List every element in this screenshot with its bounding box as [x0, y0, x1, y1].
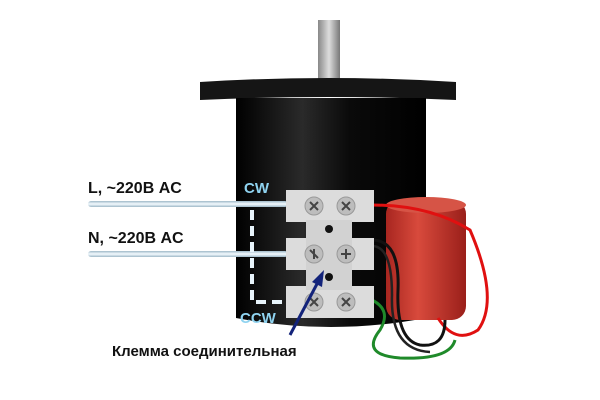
terminal-block — [286, 190, 374, 318]
red-wire — [371, 203, 489, 337]
cw-label: CW — [244, 180, 269, 197]
green-wire — [371, 298, 457, 360]
line-wire — [88, 201, 288, 207]
terminal-block-caption: Клемма соединительная — [112, 343, 297, 360]
black-wire — [371, 244, 431, 354]
direction-jumper-dashed — [250, 210, 288, 304]
screw-slots — [309, 201, 351, 307]
neutral-wire — [88, 251, 288, 257]
ccw-label: CCW — [240, 310, 276, 327]
capacitor-top — [386, 197, 466, 213]
black-wires — [371, 238, 447, 347]
pointer-arrow — [288, 270, 324, 336]
capacitor — [386, 200, 466, 320]
motor-shaft — [318, 20, 340, 84]
neutral-label: N, ~220В AC — [88, 230, 184, 247]
line-label: L, ~220В AC — [88, 180, 182, 197]
motor-flange — [200, 78, 456, 100]
